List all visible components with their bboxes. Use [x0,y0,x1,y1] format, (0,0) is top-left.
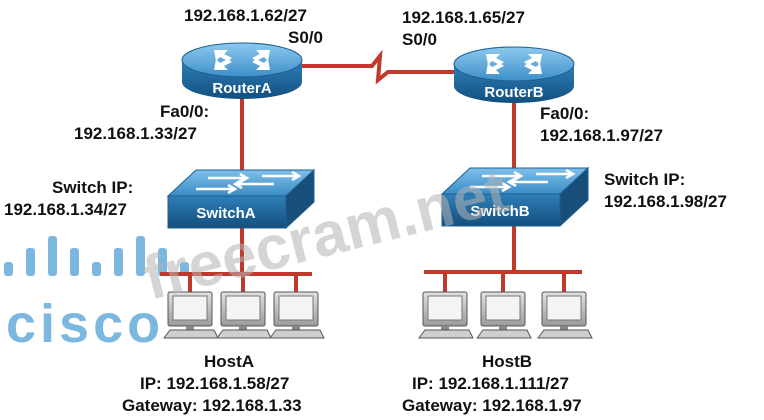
host-a-name: HostA [204,352,255,371]
router-b-fa-port: Fa0/0: [540,104,590,123]
router-b-serial-ip: 192.168.1.65/27 [402,8,525,27]
router-a-fa-ip: 192.168.1.33/27 [74,124,197,143]
host-b-pc-3[interactable] [537,291,593,339]
host-b-pc-2[interactable] [476,291,532,339]
host-b-ip: IP: 192.168.1.111/27 [412,374,569,393]
router-a-serial-port: S0/0 [288,28,323,47]
cisco-logo: cisco [4,236,189,354]
router-a-serial-ip: 192.168.1.62/27 [184,6,307,25]
computer-icon [163,291,219,339]
host-b-pc-1[interactable] [418,291,474,339]
router-arrows-icon [486,54,542,74]
switch-b-ip-label: Switch IP: [604,170,686,189]
switch-b[interactable]: SwitchB [440,166,590,228]
computer-icon [476,291,532,339]
router-b-name: RouterB [484,84,543,101]
router-arrows-icon [214,50,270,70]
switch-a-ip-label: Switch IP: [52,178,134,197]
router-a-fa-port: Fa0/0: [160,102,210,121]
router-a[interactable]: RouterA [181,42,303,99]
cisco-wordmark: cisco [6,294,164,354]
router-a-name: RouterA [212,80,271,97]
switch-b-ip: 192.168.1.98/27 [604,192,727,211]
switch-a-ip: 192.168.1.34/27 [4,200,127,219]
switch-arrows-icon [196,170,302,195]
links [160,49,582,292]
router-b[interactable]: RouterB [453,46,575,103]
switch-a[interactable]: SwitchA [166,168,316,230]
host-a-pc-1[interactable] [163,291,219,339]
serial-link [302,49,460,85]
host-a-ip: IP: 192.168.1.58/27 [140,374,290,393]
hosts-layer [163,291,593,339]
computer-icon [418,291,474,339]
computer-icon [269,291,325,339]
computer-icon [216,291,272,339]
host-b-name: HostB [482,352,533,371]
router-b-fa-ip: 192.168.1.97/27 [540,126,663,145]
host-a-gateway: Gateway: 192.168.1.33 [122,396,302,415]
router-b-serial-port: S0/0 [402,30,437,49]
switch-a-name: SwitchA [196,205,255,222]
switch-arrows-icon [470,168,576,193]
host-b-gateway: Gateway: 192.168.1.97 [402,396,582,415]
switch-b-name: SwitchB [470,203,529,220]
computer-icon [537,291,593,339]
host-a-pc-3[interactable] [269,291,325,339]
cisco-bars-icon [4,236,189,276]
host-a-pc-2[interactable] [216,291,272,339]
